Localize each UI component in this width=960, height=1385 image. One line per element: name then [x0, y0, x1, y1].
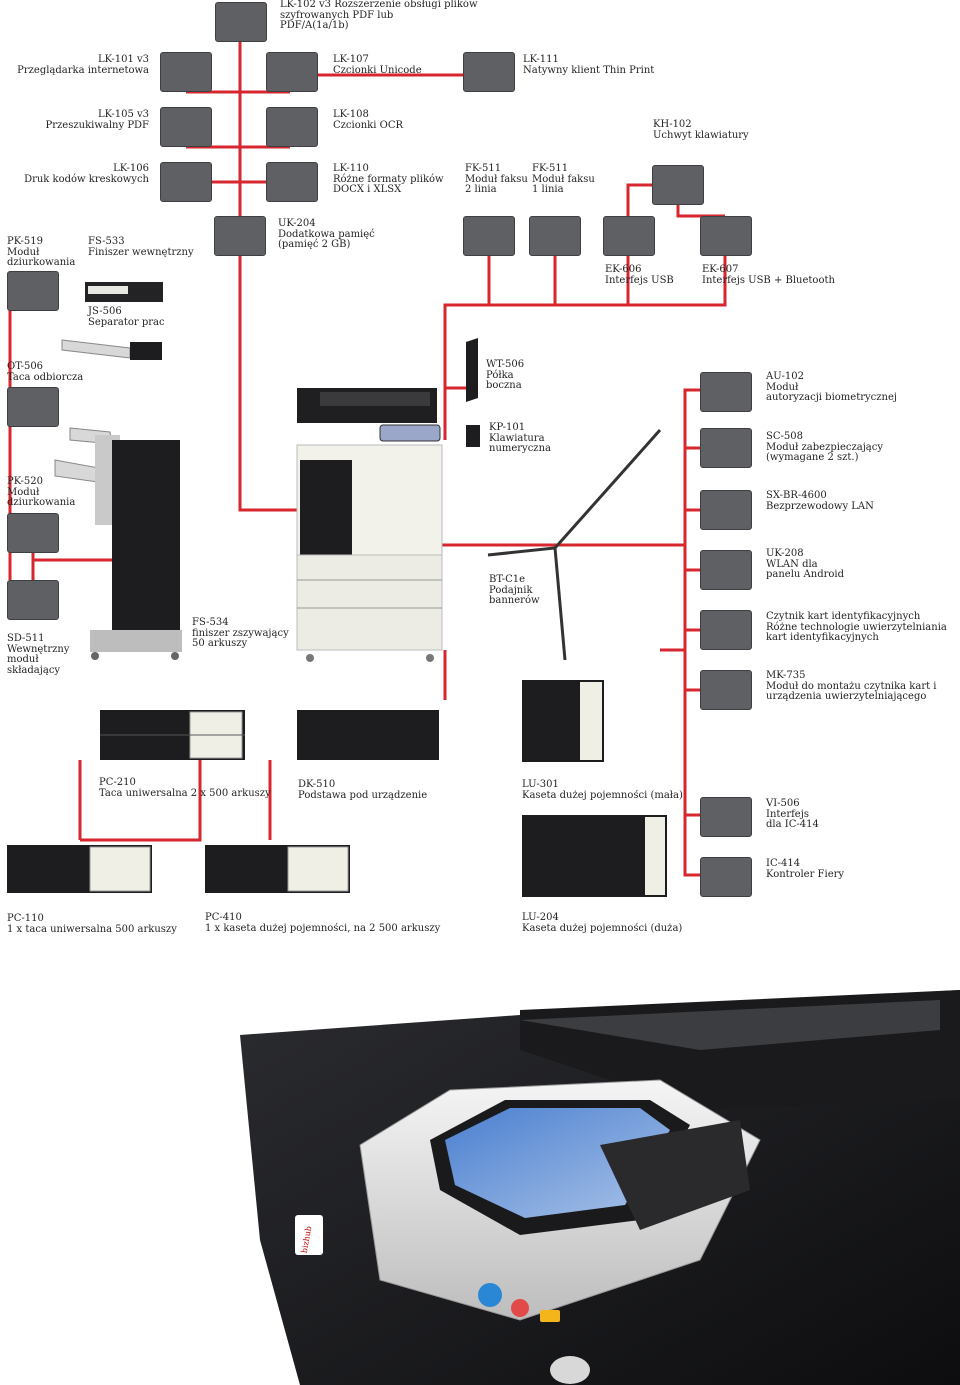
label-lk108: LK-108 Czcionki OCR	[333, 109, 403, 131]
module-sd511	[7, 580, 59, 620]
label-pk519: PK-519 Moduł dziurkowania	[7, 236, 76, 268]
pc210-cabinet	[100, 710, 245, 760]
module-lk111	[463, 52, 515, 92]
label-wt506: WT-506 Półka boczna	[486, 359, 525, 391]
label-ic414: IC-414 Kontroler Fiery	[766, 858, 845, 880]
module-fk511-1	[529, 216, 581, 256]
label-js506: JS-506 Separator prac	[88, 306, 165, 328]
module-lk106	[160, 162, 212, 202]
label-uk208: UK-208 WLAN dla panelu Android	[766, 548, 845, 580]
pc110-cabinet	[7, 845, 152, 893]
control-panel-photo: bizhub	[240, 990, 960, 1385]
module-fk511-2	[463, 216, 515, 256]
fs533-finisher	[85, 282, 163, 302]
module-lk107	[266, 52, 318, 92]
label-kh102: KH-102 Uchwyt klawiatury	[653, 119, 749, 141]
label-fk511-2: FK-511 Moduł faksu 2 linia	[465, 163, 528, 195]
label-fk511-1: FK-511 Moduł faksu 1 linia	[532, 163, 595, 195]
label-lk101: LK-101 v3 Przeglądarka internetowa	[17, 54, 149, 76]
module-mk735	[700, 670, 752, 710]
label-sxbr4600: SX-BR-4600 Bezprzewodowy LAN	[766, 490, 874, 512]
module-lk101	[160, 52, 212, 92]
module-lk108	[266, 107, 318, 147]
js506-separator	[61, 339, 162, 360]
btc1e-banner-tray	[487, 429, 662, 661]
module-card-reader	[700, 610, 752, 650]
module-ot506	[7, 387, 59, 427]
label-ek607: EK-607 Interfejs USB + Bluetooth	[702, 264, 835, 286]
module-uk208	[700, 550, 752, 590]
label-fs534: FS-534 finiszer zszywający 50 arkuszy	[192, 617, 289, 649]
module-pk520	[7, 513, 59, 553]
main-mfp	[296, 388, 443, 662]
label-sd511: SD-511 Wewnętrzny moduł składający	[7, 633, 70, 676]
label-ot506: OT-506 Taca odbiorcza	[7, 361, 84, 383]
module-sxbr4600	[700, 490, 752, 530]
label-lk111: LK-111 Natywny klient Thin Print	[523, 54, 655, 76]
label-uk204: UK-204 Dodatkowa pamięć (pamięć 2 GB)	[278, 218, 375, 250]
label-btc1e: BT-C1e Podajnik bannerów	[489, 574, 540, 606]
label-dk510: DK-510 Podstawa pod urządzenie	[298, 779, 428, 801]
label-sc508: SC-508 Moduł zabezpieczający (wymagane 2…	[766, 431, 884, 463]
label-pk520: PK-520 Moduł dziurkowania	[7, 476, 76, 508]
label-pc110: PC-110 1 x taca uniwersalna 500 arkuszy	[7, 913, 177, 935]
label-vi506: VI-506 Interfejs dla IC-414	[766, 798, 819, 830]
label-kp101: KP-101 Klawiatura numeryczna	[489, 422, 551, 454]
pc410-cabinet	[205, 845, 350, 893]
module-kh102	[652, 165, 704, 205]
module-uk204	[214, 216, 266, 256]
module-au102	[700, 372, 752, 412]
kp101-keypad	[466, 425, 480, 447]
wt506-shelf	[466, 338, 478, 402]
label-au102: AU-102 Moduł autoryzacji biometrycznej	[766, 371, 897, 403]
dk510-desk	[297, 710, 439, 760]
label-fs533: FS-533 Finiszer wewnętrzny	[88, 236, 194, 258]
module-lk110	[266, 162, 318, 202]
label-ek606: EK-606 Interfejs USB	[605, 264, 674, 286]
label-pc410: PC-410 1 x kaseta dużej pojemności, na 2…	[205, 912, 441, 934]
fs534-finisher	[54, 427, 182, 660]
label-lk102: LK-102 v3 Rozszerzenie obsługi plików sz…	[280, 0, 478, 31]
label-mk735: MK-735 Moduł do montażu czytnika kart i …	[766, 670, 937, 702]
label-lk105: LK-105 v3 Przeszukiwalny PDF	[45, 109, 149, 131]
label-lk110: LK-110 Różne formaty plików DOCX i XLSX	[333, 163, 444, 195]
module-ic414	[700, 857, 752, 897]
module-sc508	[700, 428, 752, 468]
label-lk106: LK-106 Druk kodów kreskowych	[24, 163, 149, 185]
lu204-cassette	[522, 815, 667, 897]
device-illustrations	[7, 282, 667, 897]
module-lk105	[160, 107, 212, 147]
module-ek607	[700, 216, 752, 256]
module-ek606	[603, 216, 655, 256]
lu301-cassette	[522, 680, 604, 762]
label-pc210: PC-210 Taca uniwersalna 2 x 500 arkuszy	[99, 777, 271, 799]
module-vi506	[700, 797, 752, 837]
label-lk107: LK-107 Czcionki Unicode	[333, 54, 422, 76]
label-lu301: LU-301 Kaseta dużej pojemności (mała)	[522, 779, 683, 801]
module-lk102	[215, 2, 267, 42]
module-pk519	[7, 271, 59, 311]
label-lu204: LU-204 Kaseta dużej pojemności (duża)	[522, 912, 683, 934]
label-card-reader: Czytnik kart identyfikacyjnych Różne tec…	[766, 611, 947, 643]
